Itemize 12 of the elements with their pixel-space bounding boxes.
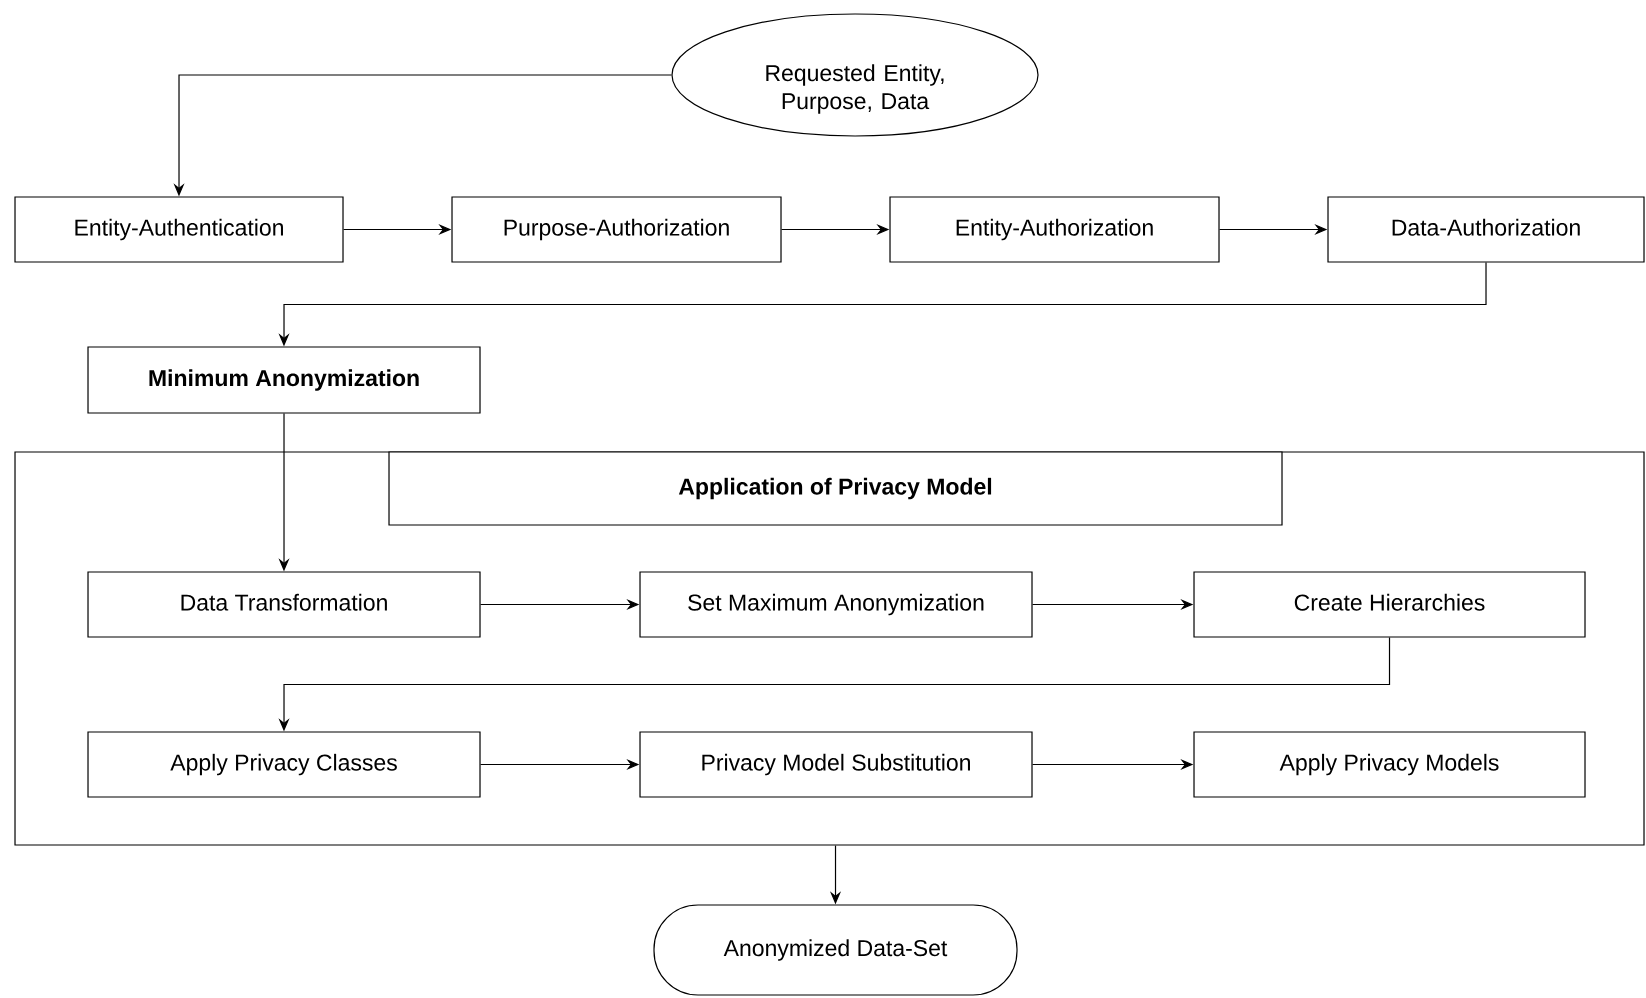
process-box: Entity-Authorization (889, 196, 1220, 263)
process-box: Set Maximum Anonymization (639, 571, 1033, 638)
process-box: Entity-Authentication (14, 196, 344, 263)
heading-box: Application of Privacy Model (388, 451, 1283, 526)
process-box: Create Hierarchies (1193, 571, 1586, 638)
heading-box: Minimum Anonymization (87, 346, 481, 414)
process-box: Purpose-Authorization (451, 196, 782, 263)
process-box: Apply Privacy Models (1193, 731, 1586, 798)
process-box: Apply Privacy Classes (87, 731, 481, 798)
process-box: Data-Authorization (1327, 196, 1645, 263)
process-box: Data Transformation (87, 571, 481, 638)
process-box: Privacy Model Substitution (639, 731, 1033, 798)
